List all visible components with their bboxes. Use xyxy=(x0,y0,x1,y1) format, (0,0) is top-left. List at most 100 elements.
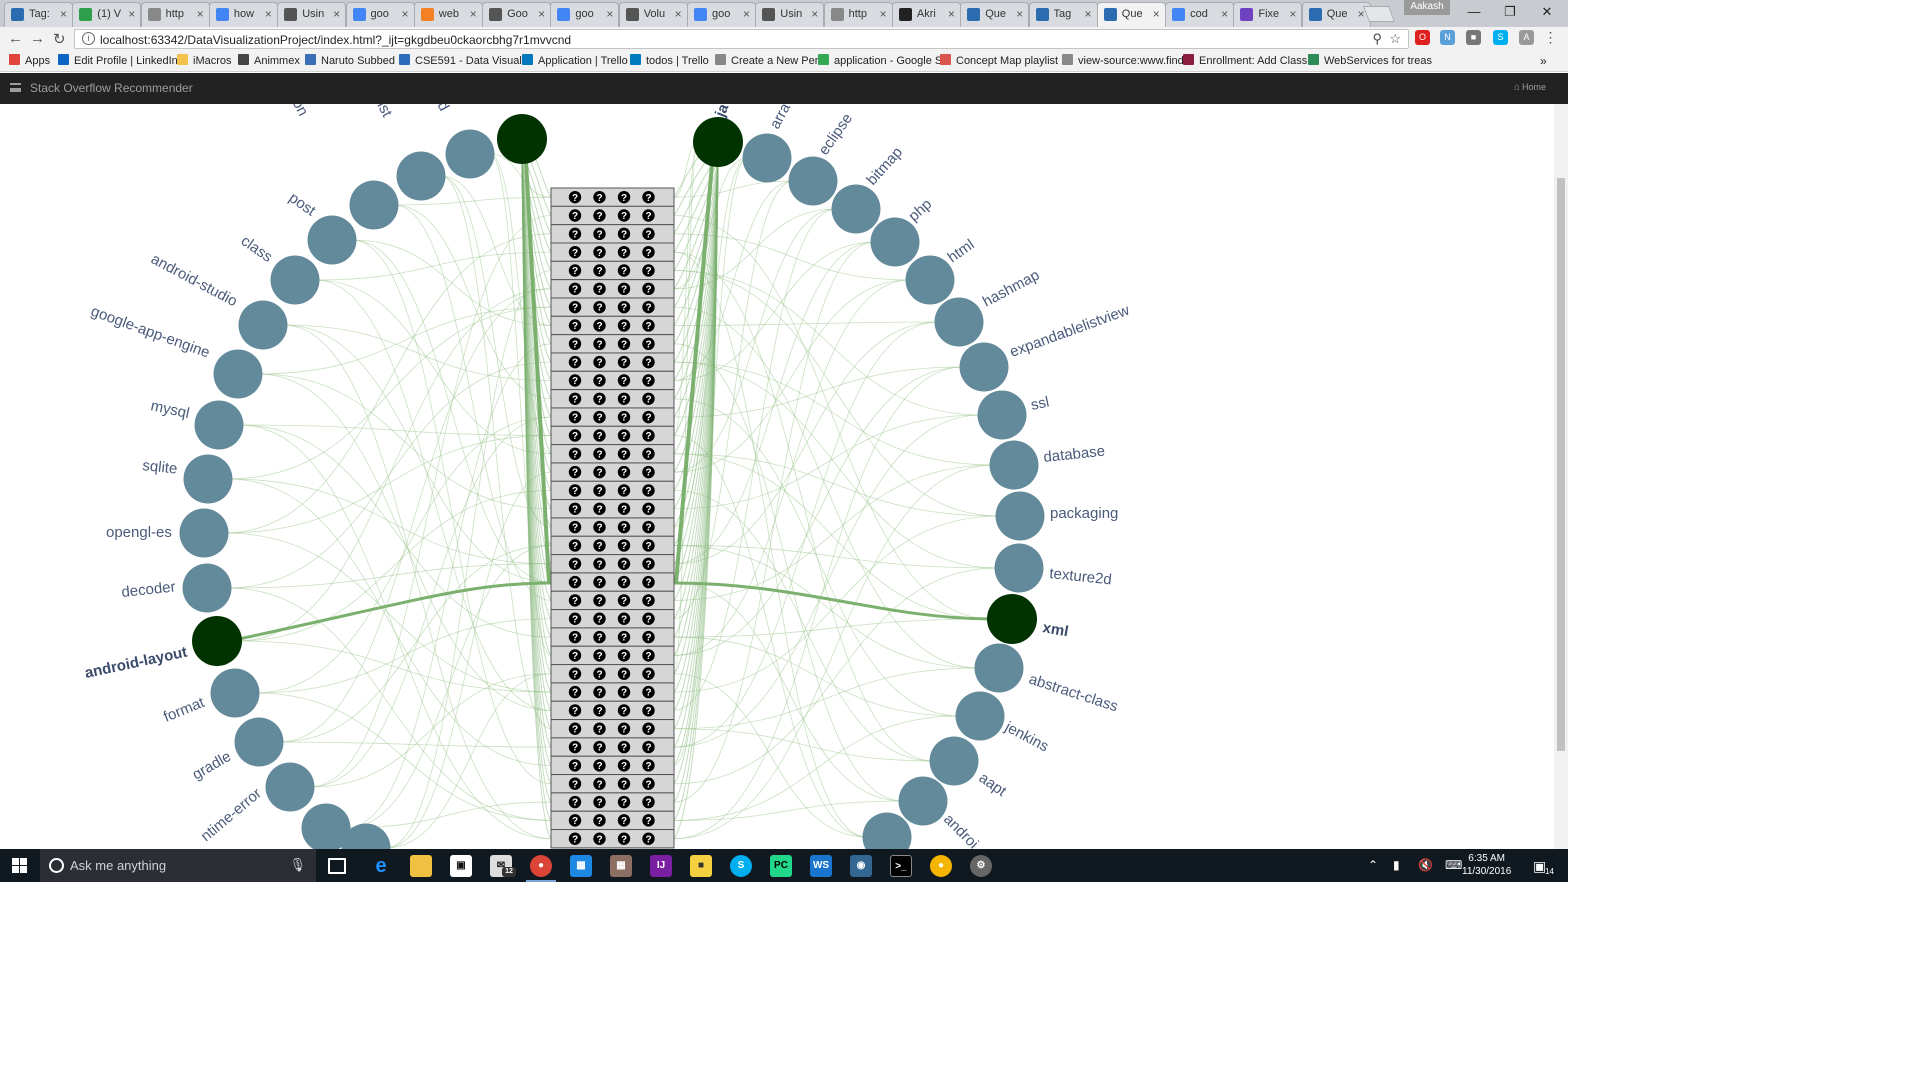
bookmark-item[interactable]: CSE591 - Data Visualiz xyxy=(399,54,530,67)
tag-label[interactable]: opengl-es xyxy=(106,524,172,541)
file-explorer-icon[interactable] xyxy=(410,855,432,877)
tab-close-icon[interactable]: × xyxy=(811,7,819,21)
tag-label[interactable]: androi xyxy=(940,811,982,849)
clock[interactable]: 6:35 AM 11/30/2016 xyxy=(1462,852,1511,878)
question-cell[interactable]: ? xyxy=(617,722,631,736)
question-cell[interactable]: ? xyxy=(593,282,606,296)
browser-tab[interactable]: http× xyxy=(823,2,893,27)
question-cell[interactable]: ? xyxy=(617,649,631,662)
selected-tag-node[interactable] xyxy=(693,117,743,167)
tab-close-icon[interactable]: × xyxy=(606,7,614,21)
question-cell[interactable]: ? xyxy=(593,814,606,827)
tab-close-icon[interactable]: × xyxy=(469,7,477,21)
question-cell[interactable]: ? xyxy=(617,832,631,846)
question-cell[interactable]: ? xyxy=(593,410,606,424)
task-view-icon[interactable] xyxy=(328,858,346,874)
question-cell[interactable]: ? xyxy=(642,722,655,736)
bookmark-star-icon[interactable]: ☆ xyxy=(1389,31,1401,46)
question-cell[interactable]: ? xyxy=(593,685,606,699)
question-cell[interactable]: ? xyxy=(593,300,606,314)
chrome-canary-icon[interactable]: ● xyxy=(930,855,952,877)
edge-icon[interactable]: e xyxy=(375,855,387,877)
tag-label[interactable]: sqlite xyxy=(142,457,179,478)
question-cell[interactable]: ? xyxy=(568,429,582,442)
tag-label[interactable]: packaging xyxy=(1050,505,1118,522)
bookmark-item[interactable]: Create a New Pen xyxy=(715,54,821,67)
browser-tab[interactable]: how× xyxy=(208,2,278,27)
keyboard-icon[interactable]: ⌨ xyxy=(1445,858,1463,872)
question-cell[interactable]: ? xyxy=(642,355,655,369)
tag-label[interactable]: android-studio xyxy=(148,251,240,311)
tray-chevron-icon[interactable]: ⌃ xyxy=(1368,858,1379,872)
question-cell[interactable]: ? xyxy=(568,539,582,552)
tag-label[interactable]: gradle xyxy=(190,748,235,784)
bookmark-item[interactable]: WebServices for treas xyxy=(1308,54,1432,67)
question-cell[interactable]: ? xyxy=(642,484,655,497)
tag-node[interactable] xyxy=(234,717,284,767)
browser-tab[interactable]: Usin× xyxy=(755,2,825,27)
tag-label[interactable]: database xyxy=(1043,443,1106,466)
page-scrollbar[interactable] xyxy=(1554,104,1568,849)
question-cell[interactable]: ? xyxy=(642,282,655,296)
question-cell[interactable]: ? xyxy=(568,594,582,607)
bookmark-item[interactable]: view-source:www.find xyxy=(1062,54,1184,67)
browser-tab[interactable]: Que× xyxy=(1096,2,1166,28)
question-cell[interactable]: ? xyxy=(642,300,655,314)
question-cell[interactable]: ? xyxy=(642,337,655,351)
tab-close-icon[interactable]: × xyxy=(1289,7,1297,21)
url-text[interactable]: localhost:63342/DataVisualizationProject… xyxy=(100,33,572,47)
question-cell[interactable]: ? xyxy=(642,245,655,259)
tag-label[interactable]: arra xyxy=(767,104,795,132)
question-cell[interactable]: ? xyxy=(568,300,582,314)
question-cell[interactable]: ? xyxy=(617,759,631,772)
question-cell[interactable]: ? xyxy=(593,832,606,846)
tag-node[interactable] xyxy=(194,400,244,450)
browser-tab[interactable]: Usin× xyxy=(277,2,347,27)
tag-node[interactable] xyxy=(977,390,1027,440)
question-cell[interactable]: ? xyxy=(617,630,631,644)
reload-icon[interactable]: ↻ xyxy=(53,31,66,48)
tag-node[interactable] xyxy=(270,255,320,305)
tag-node[interactable] xyxy=(179,508,229,558)
tab-close-icon[interactable]: × xyxy=(1152,7,1160,21)
question-cell[interactable]: ? xyxy=(568,649,582,662)
question-cell[interactable]: ? xyxy=(642,704,655,717)
question-cell[interactable]: ? xyxy=(593,227,606,241)
question-cell[interactable]: ? xyxy=(642,539,655,552)
tag-label[interactable]: abstract-class xyxy=(1027,671,1120,716)
question-cell[interactable]: ? xyxy=(568,557,582,571)
browser-tab[interactable]: goo× xyxy=(550,2,620,27)
info-icon[interactable]: i xyxy=(82,32,95,45)
question-cell[interactable]: ? xyxy=(568,740,582,754)
tag-node[interactable] xyxy=(994,543,1044,593)
question-cell[interactable]: ? xyxy=(593,190,606,204)
question-cell[interactable]: ? xyxy=(593,795,606,809)
bookmark-item[interactable]: Concept Map playlist xyxy=(940,54,1058,67)
browser-tab[interactable]: Akri× xyxy=(891,2,961,27)
bookmark-item[interactable]: Edit Profile | LinkedIn xyxy=(58,54,178,67)
browser-tab[interactable]: Volu× xyxy=(618,2,688,27)
question-cell[interactable]: ? xyxy=(617,429,631,442)
question-cell[interactable]: ? xyxy=(593,575,606,589)
more-bookmarks-icon[interactable]: » xyxy=(1540,54,1547,68)
bookmark-item[interactable]: Apps xyxy=(9,54,50,67)
question-cell[interactable]: ? xyxy=(593,392,606,406)
volume-muted-icon[interactable]: 🔇 xyxy=(1418,858,1433,872)
tag-label[interactable]: eclipse xyxy=(815,110,856,158)
tag-node[interactable] xyxy=(742,133,792,183)
tag-label[interactable]: mysql xyxy=(149,397,191,422)
webstorm-icon[interactable]: WS xyxy=(810,855,832,877)
app-icon-blue[interactable]: ▩ xyxy=(570,855,592,877)
tag-node[interactable] xyxy=(934,297,984,347)
question-cell[interactable]: ? xyxy=(568,374,582,387)
tag-label[interactable]: jenkins xyxy=(1001,718,1051,755)
tag-label[interactable]: aapt xyxy=(976,769,1010,800)
tag-label[interactable]: decoder xyxy=(121,578,177,601)
question-cell[interactable]: ? xyxy=(617,502,631,516)
tag-node[interactable] xyxy=(959,342,1009,392)
opera-extension-icon[interactable]: O xyxy=(1415,30,1430,45)
tag-label[interactable]: html xyxy=(945,236,978,266)
bookmark-item[interactable]: todos | Trello xyxy=(630,54,709,67)
question-cell[interactable]: ? xyxy=(642,429,655,442)
tab-close-icon[interactable]: × xyxy=(333,7,341,21)
